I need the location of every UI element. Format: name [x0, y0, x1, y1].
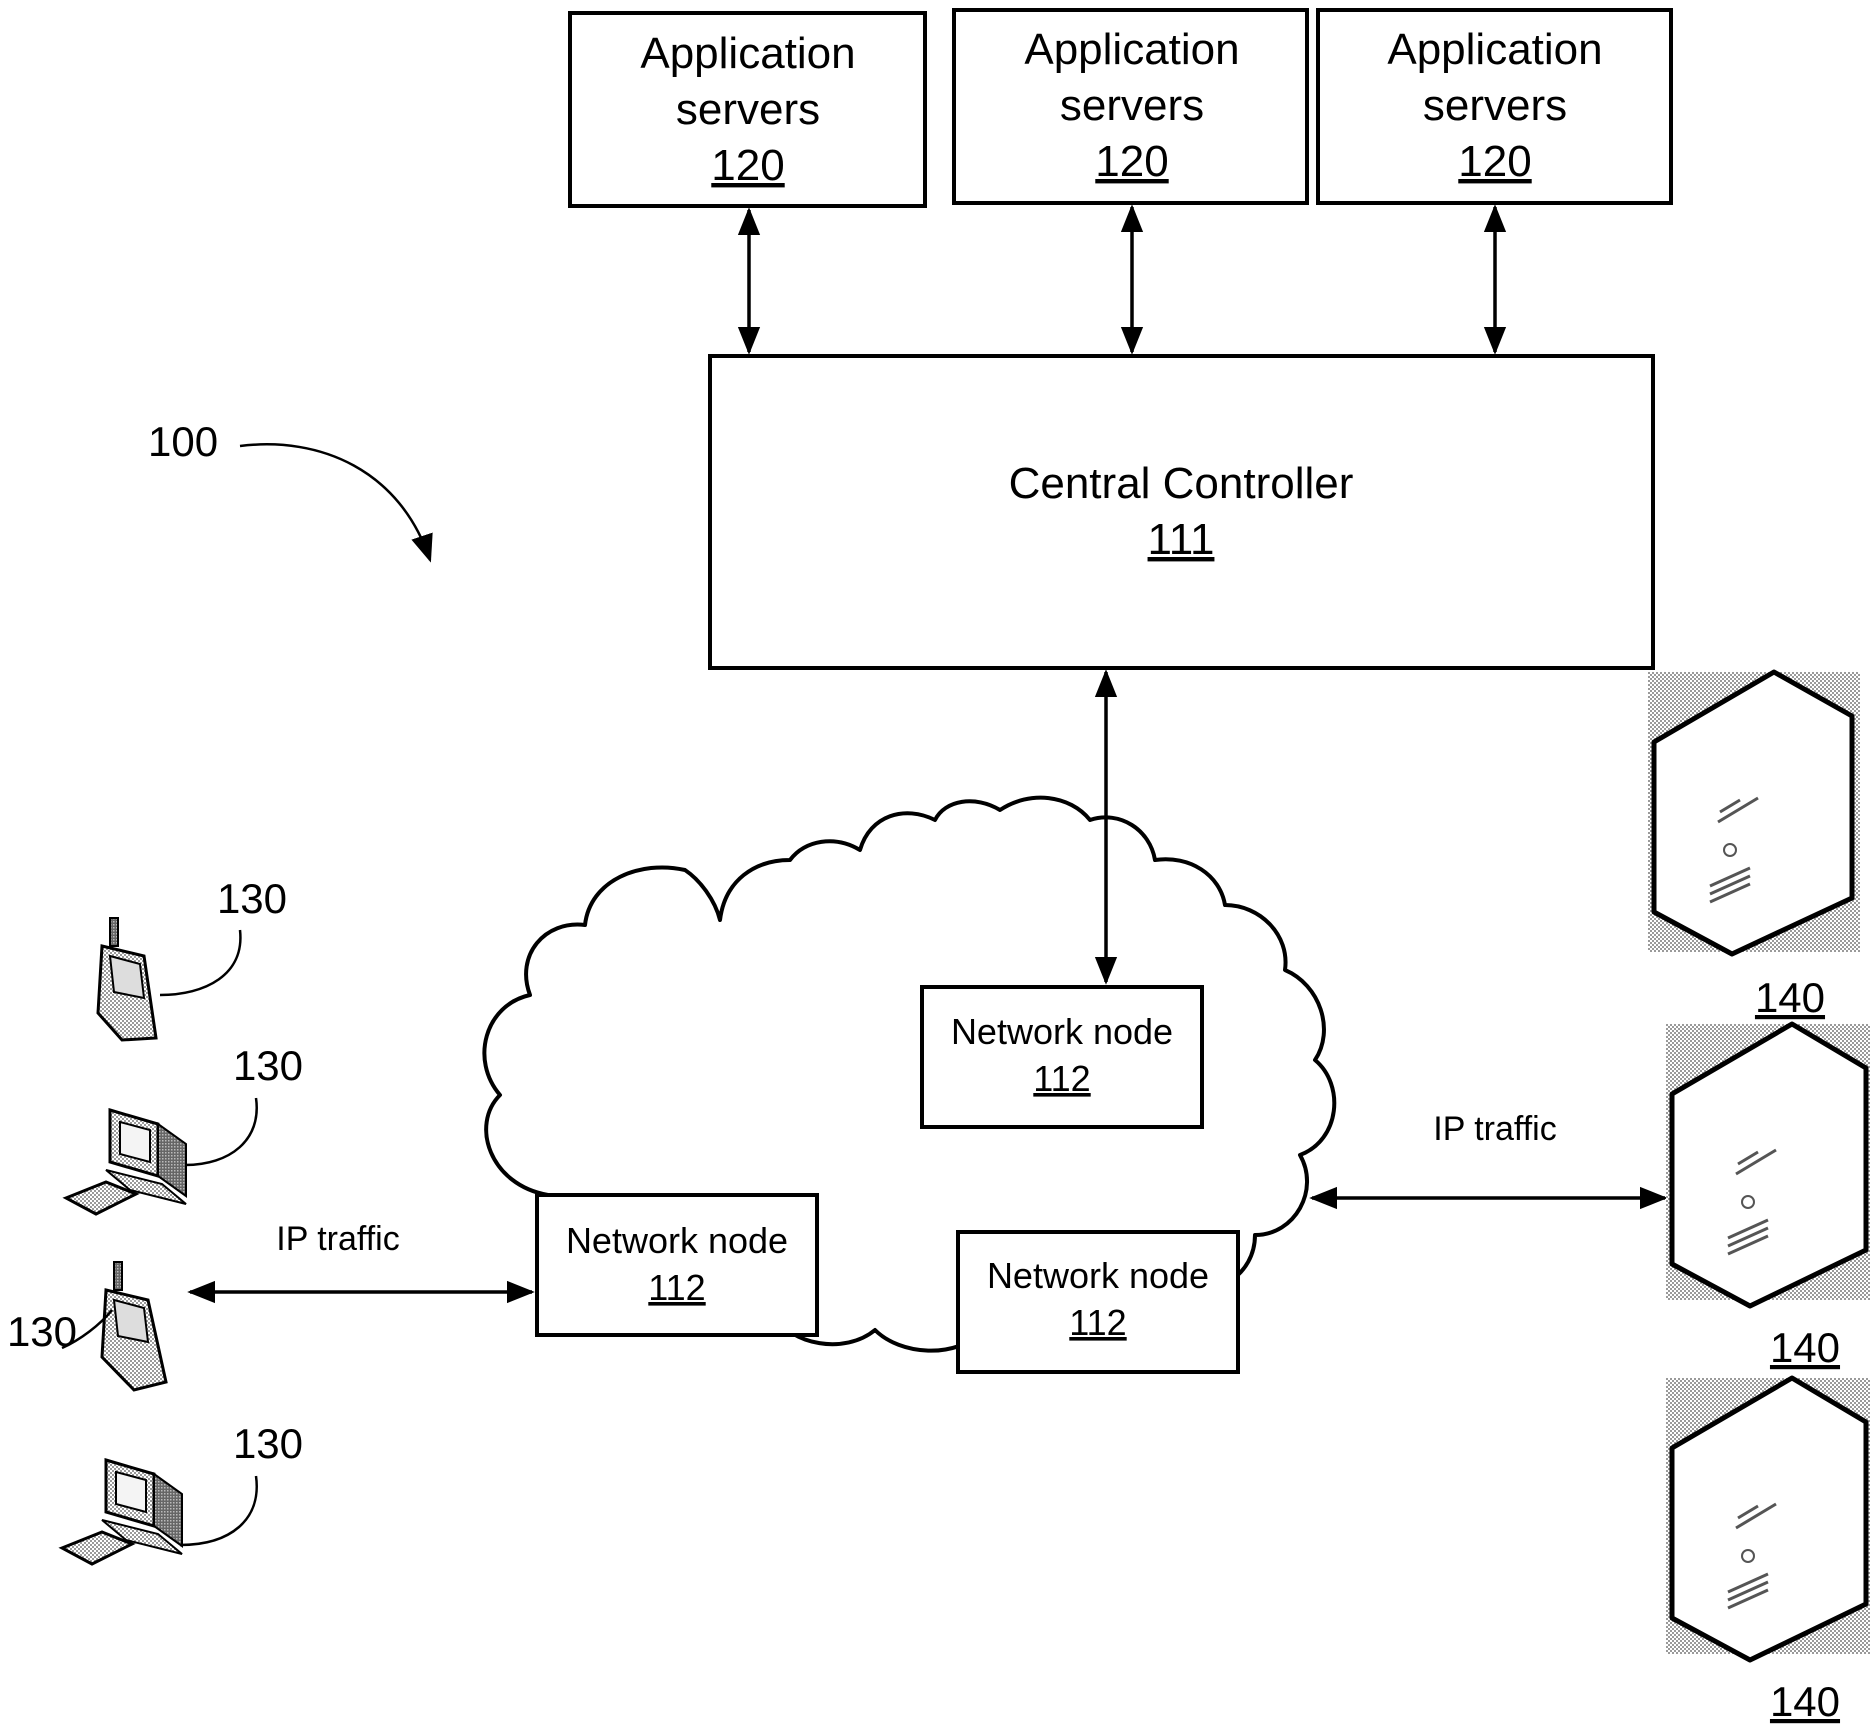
app-server-ref: 120 [711, 141, 784, 190]
client-ref-label: 130 [217, 875, 287, 922]
app-server-title-line1: Application [1024, 25, 1239, 74]
system-ref-pointer [240, 444, 430, 560]
desktop-computer-icon [66, 1110, 186, 1214]
network-node-title: Network node [566, 1220, 788, 1261]
controller-ref: 111 [1148, 515, 1215, 564]
server-tower-icon [1666, 1378, 1870, 1660]
client-ref-label: 130 [7, 1308, 77, 1355]
network-node-ref: 112 [1033, 1058, 1090, 1099]
network-node-left: Network node 112 [537, 1195, 817, 1335]
network-node-ref: 112 [648, 1267, 705, 1308]
mobile-phone-icon [98, 918, 156, 1040]
app-server-box-2: Application servers 120 [954, 10, 1307, 203]
server-ref-label: 140 [1755, 974, 1825, 1021]
ip-traffic-label-right: IP traffic [1433, 1110, 1556, 1148]
client-ref-label: 130 [233, 1042, 303, 1089]
client-ref-label: 130 [233, 1420, 303, 1467]
app-server-title-line1: Application [1387, 25, 1602, 74]
network-node-right: Network node 112 [958, 1232, 1238, 1372]
app-server-ref: 120 [1458, 137, 1531, 186]
network-node-top: Network node 112 [922, 987, 1202, 1127]
client-ref-leader [160, 930, 240, 995]
system-ref-label: 100 [148, 418, 218, 465]
app-server-title-line1: Application [640, 29, 855, 78]
app-server-title-line2: servers [1060, 81, 1204, 130]
desktop-computer-icon [62, 1460, 182, 1564]
client-ref-leader [185, 1098, 257, 1165]
server-ref-label: 140 [1770, 1324, 1840, 1371]
app-server-title-line2: servers [1423, 81, 1567, 130]
app-server-box-1: Application servers 120 [570, 13, 925, 206]
network-node-title: Network node [951, 1011, 1173, 1052]
server-tower-icon [1648, 672, 1860, 954]
client-ref-leader [180, 1476, 257, 1545]
server-tower-icon [1666, 1024, 1870, 1306]
controller-title: Central Controller [1009, 459, 1354, 508]
mobile-phone-icon [102, 1262, 166, 1390]
app-server-title-line2: servers [676, 85, 820, 134]
central-controller-box: Central Controller 111 [710, 356, 1653, 668]
ip-traffic-label-left: IP traffic [276, 1220, 399, 1258]
network-node-ref: 112 [1069, 1302, 1126, 1343]
app-server-box-3: Application servers 120 [1318, 10, 1671, 203]
server-ref-label: 140 [1770, 1678, 1840, 1725]
network-node-title: Network node [987, 1255, 1209, 1296]
app-server-ref: 120 [1095, 137, 1168, 186]
